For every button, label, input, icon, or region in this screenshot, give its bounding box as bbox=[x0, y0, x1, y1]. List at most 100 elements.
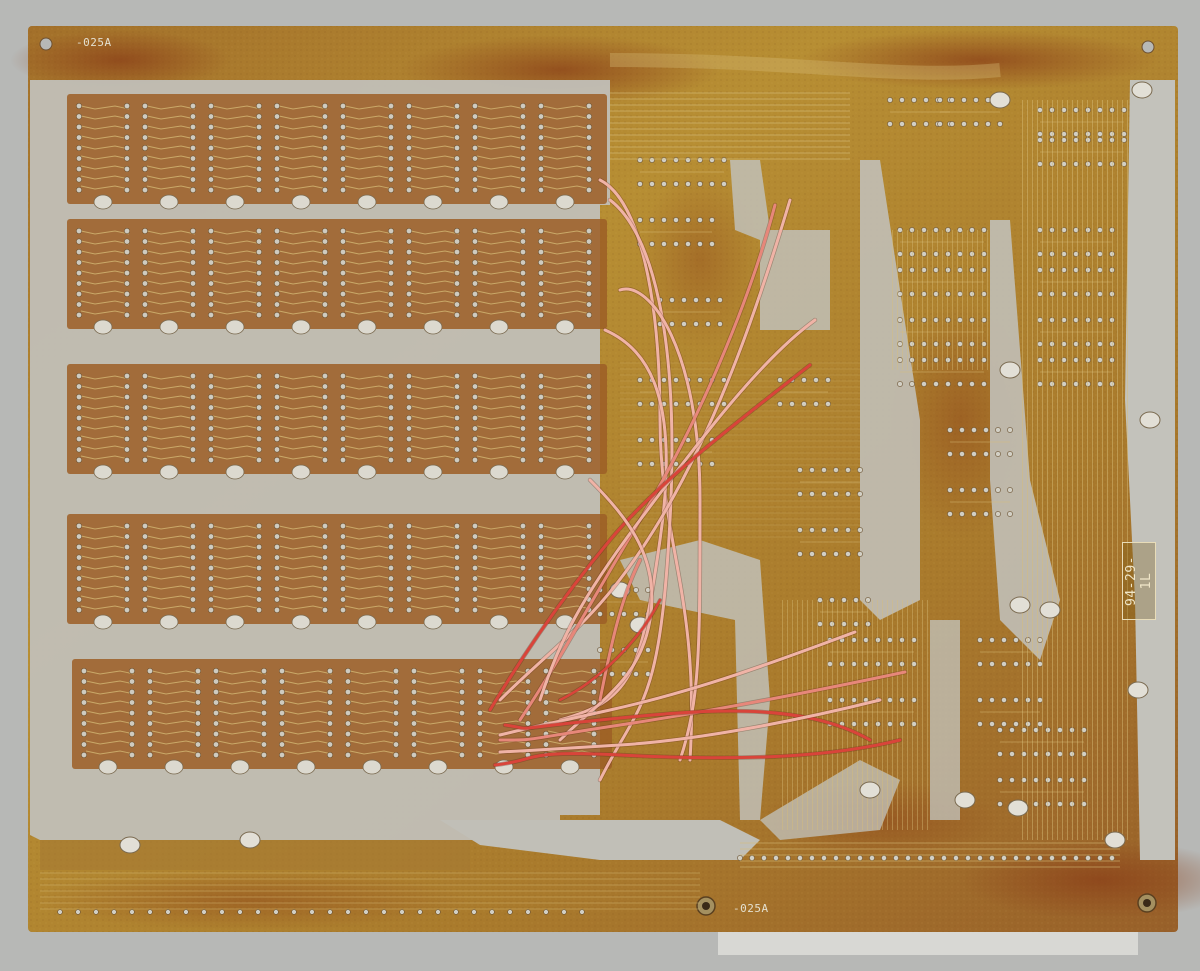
solder-pad bbox=[339, 290, 346, 297]
pcb-trace bbox=[476, 395, 526, 400]
pcb-trace bbox=[547, 740, 597, 745]
solder-pad bbox=[142, 543, 149, 550]
pcb-trace bbox=[283, 700, 333, 705]
solder-pad bbox=[1007, 451, 1013, 457]
solder-pad bbox=[260, 751, 267, 758]
solder-pad bbox=[255, 176, 262, 183]
solder-pad bbox=[339, 176, 346, 183]
pcb-trace bbox=[410, 105, 460, 110]
pcb-trace bbox=[476, 585, 526, 590]
pcb-trace bbox=[80, 165, 130, 170]
solder-pad bbox=[405, 596, 412, 603]
solder-pad bbox=[983, 427, 989, 433]
pcb-trace bbox=[344, 250, 394, 255]
solder-pad bbox=[255, 564, 262, 571]
solder-blob bbox=[1139, 411, 1161, 429]
pcb-trace bbox=[542, 455, 592, 460]
pcb-trace bbox=[542, 425, 592, 430]
solder-pad bbox=[471, 290, 478, 297]
pcb-trace bbox=[146, 260, 196, 265]
solder-pad bbox=[190, 522, 197, 529]
solder-pad bbox=[76, 372, 83, 379]
pcb-trace bbox=[542, 555, 592, 560]
pcb-trace bbox=[212, 310, 262, 315]
solder-pad bbox=[260, 667, 267, 674]
solder-pad bbox=[471, 393, 478, 400]
pcb-trace bbox=[80, 455, 130, 460]
solder-blob bbox=[1127, 681, 1149, 699]
memory-row-area bbox=[72, 659, 612, 769]
pcb-trace bbox=[212, 240, 262, 245]
solder-pad bbox=[255, 124, 262, 131]
solder-pad bbox=[405, 456, 412, 463]
solder-pad bbox=[405, 435, 412, 442]
solder-pad bbox=[273, 585, 280, 592]
solder-pad bbox=[519, 585, 526, 592]
solder-pad bbox=[977, 697, 983, 703]
solder-pad bbox=[142, 425, 149, 432]
solder-pad bbox=[961, 121, 967, 127]
solder-pad bbox=[405, 522, 412, 529]
pcb-trace bbox=[80, 260, 130, 265]
solder-pad bbox=[519, 134, 526, 141]
solder-pad bbox=[392, 667, 399, 674]
solder-pad bbox=[321, 404, 328, 411]
solder-pad bbox=[981, 381, 987, 387]
solder-pad bbox=[405, 290, 412, 297]
solder-pad bbox=[339, 155, 346, 162]
dip-footprint bbox=[339, 522, 394, 630]
solder-pad bbox=[453, 543, 460, 550]
solder-pad bbox=[971, 511, 977, 517]
solder-pad bbox=[471, 176, 478, 183]
solder-pad bbox=[195, 678, 202, 685]
pcb-trace bbox=[542, 445, 592, 450]
pcb-trace bbox=[481, 710, 531, 715]
pcb-trace bbox=[283, 690, 333, 695]
edge-pad bbox=[255, 909, 261, 915]
solder-pad bbox=[255, 134, 262, 141]
solder-pad bbox=[821, 551, 827, 557]
dip-footprint bbox=[76, 228, 131, 335]
solder-pad bbox=[405, 554, 412, 561]
pcb-trace bbox=[278, 545, 328, 550]
solder-pad bbox=[124, 414, 131, 421]
solder-pad bbox=[453, 564, 460, 571]
pcb-trace bbox=[344, 535, 394, 540]
solder-pad bbox=[260, 730, 267, 737]
solder-pad bbox=[208, 564, 215, 571]
pcb-trace bbox=[344, 455, 394, 460]
pcb-trace bbox=[278, 230, 328, 235]
pcb-trace bbox=[344, 165, 394, 170]
solder-pad bbox=[983, 511, 989, 517]
pcb-trace bbox=[146, 445, 196, 450]
solder-pad bbox=[76, 606, 83, 613]
solder-pad bbox=[537, 543, 544, 550]
pcb-trace bbox=[278, 435, 328, 440]
solder-pad bbox=[453, 383, 460, 390]
solder-pad bbox=[260, 720, 267, 727]
solder-pad bbox=[537, 393, 544, 400]
pcb-trace bbox=[212, 425, 262, 430]
solder-pad bbox=[124, 425, 131, 432]
solder-pad bbox=[458, 667, 465, 674]
edge-pad bbox=[201, 909, 207, 915]
solder-pad bbox=[344, 741, 351, 748]
solder-blob bbox=[291, 194, 311, 210]
pcb-trace bbox=[151, 670, 201, 675]
pcb-trace bbox=[476, 135, 526, 140]
pcb-trace bbox=[146, 250, 196, 255]
dip-footprint bbox=[405, 372, 460, 480]
solder-pad bbox=[995, 487, 1001, 493]
pcb-trace bbox=[212, 525, 262, 530]
pcb-trace bbox=[344, 270, 394, 275]
solder-pad bbox=[124, 311, 131, 318]
pcb-trace bbox=[85, 710, 135, 715]
pcb-trace bbox=[410, 385, 460, 390]
pcb-trace bbox=[542, 385, 592, 390]
solder-pad bbox=[945, 381, 951, 387]
solder-pad bbox=[76, 155, 83, 162]
solder-pad bbox=[585, 187, 592, 194]
solder-pad bbox=[142, 383, 149, 390]
pcb-trace bbox=[278, 105, 328, 110]
solder-pad bbox=[661, 181, 667, 187]
